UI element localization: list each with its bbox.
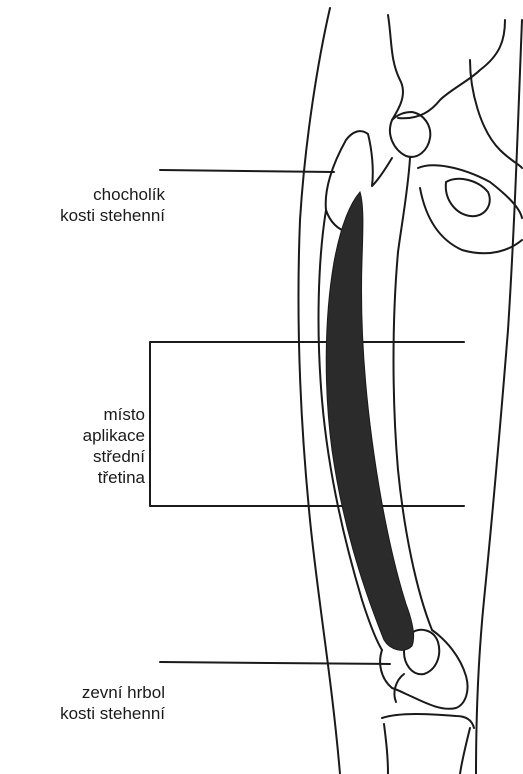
label-application-site-line2: aplikace bbox=[83, 425, 145, 446]
label-lateral-epicondyle: zevní hrbol kosti stehenní bbox=[60, 682, 165, 724]
femur-shaft-right bbox=[394, 252, 433, 630]
label-greater-trochanter-line2: kosti stehenní bbox=[60, 205, 165, 226]
label-lateral-epicondyle-line2: kosti stehenní bbox=[60, 703, 165, 724]
label-lateral-epicondyle-line1: zevní hrbol bbox=[60, 682, 165, 703]
thigh-outline-right bbox=[476, 20, 522, 774]
tibia-right bbox=[460, 728, 470, 774]
label-application-site-line3: střední bbox=[83, 446, 145, 467]
label-greater-trochanter-line1: chocholík bbox=[60, 184, 165, 205]
obturator-inner bbox=[446, 179, 490, 216]
hip-socket bbox=[470, 60, 522, 168]
pelvis-outline bbox=[388, 15, 505, 120]
label-application-site-line1: místo bbox=[83, 404, 145, 425]
label-application-site-line4: třetina bbox=[83, 467, 145, 488]
application-zone-shading bbox=[326, 192, 413, 650]
femoral-neck-lower bbox=[398, 158, 410, 252]
tibia-plateau bbox=[382, 714, 474, 728]
condyle-notch bbox=[394, 674, 404, 702]
label-greater-trochanter: chocholík kosti stehenní bbox=[60, 184, 165, 226]
tibia-left bbox=[384, 724, 388, 774]
label-application-site: místo aplikace střední třetina bbox=[83, 404, 145, 488]
obturator-outer bbox=[418, 165, 522, 253]
leader-greater-trochanter bbox=[160, 170, 334, 172]
leader-lateral-epicondyle bbox=[160, 662, 390, 664]
